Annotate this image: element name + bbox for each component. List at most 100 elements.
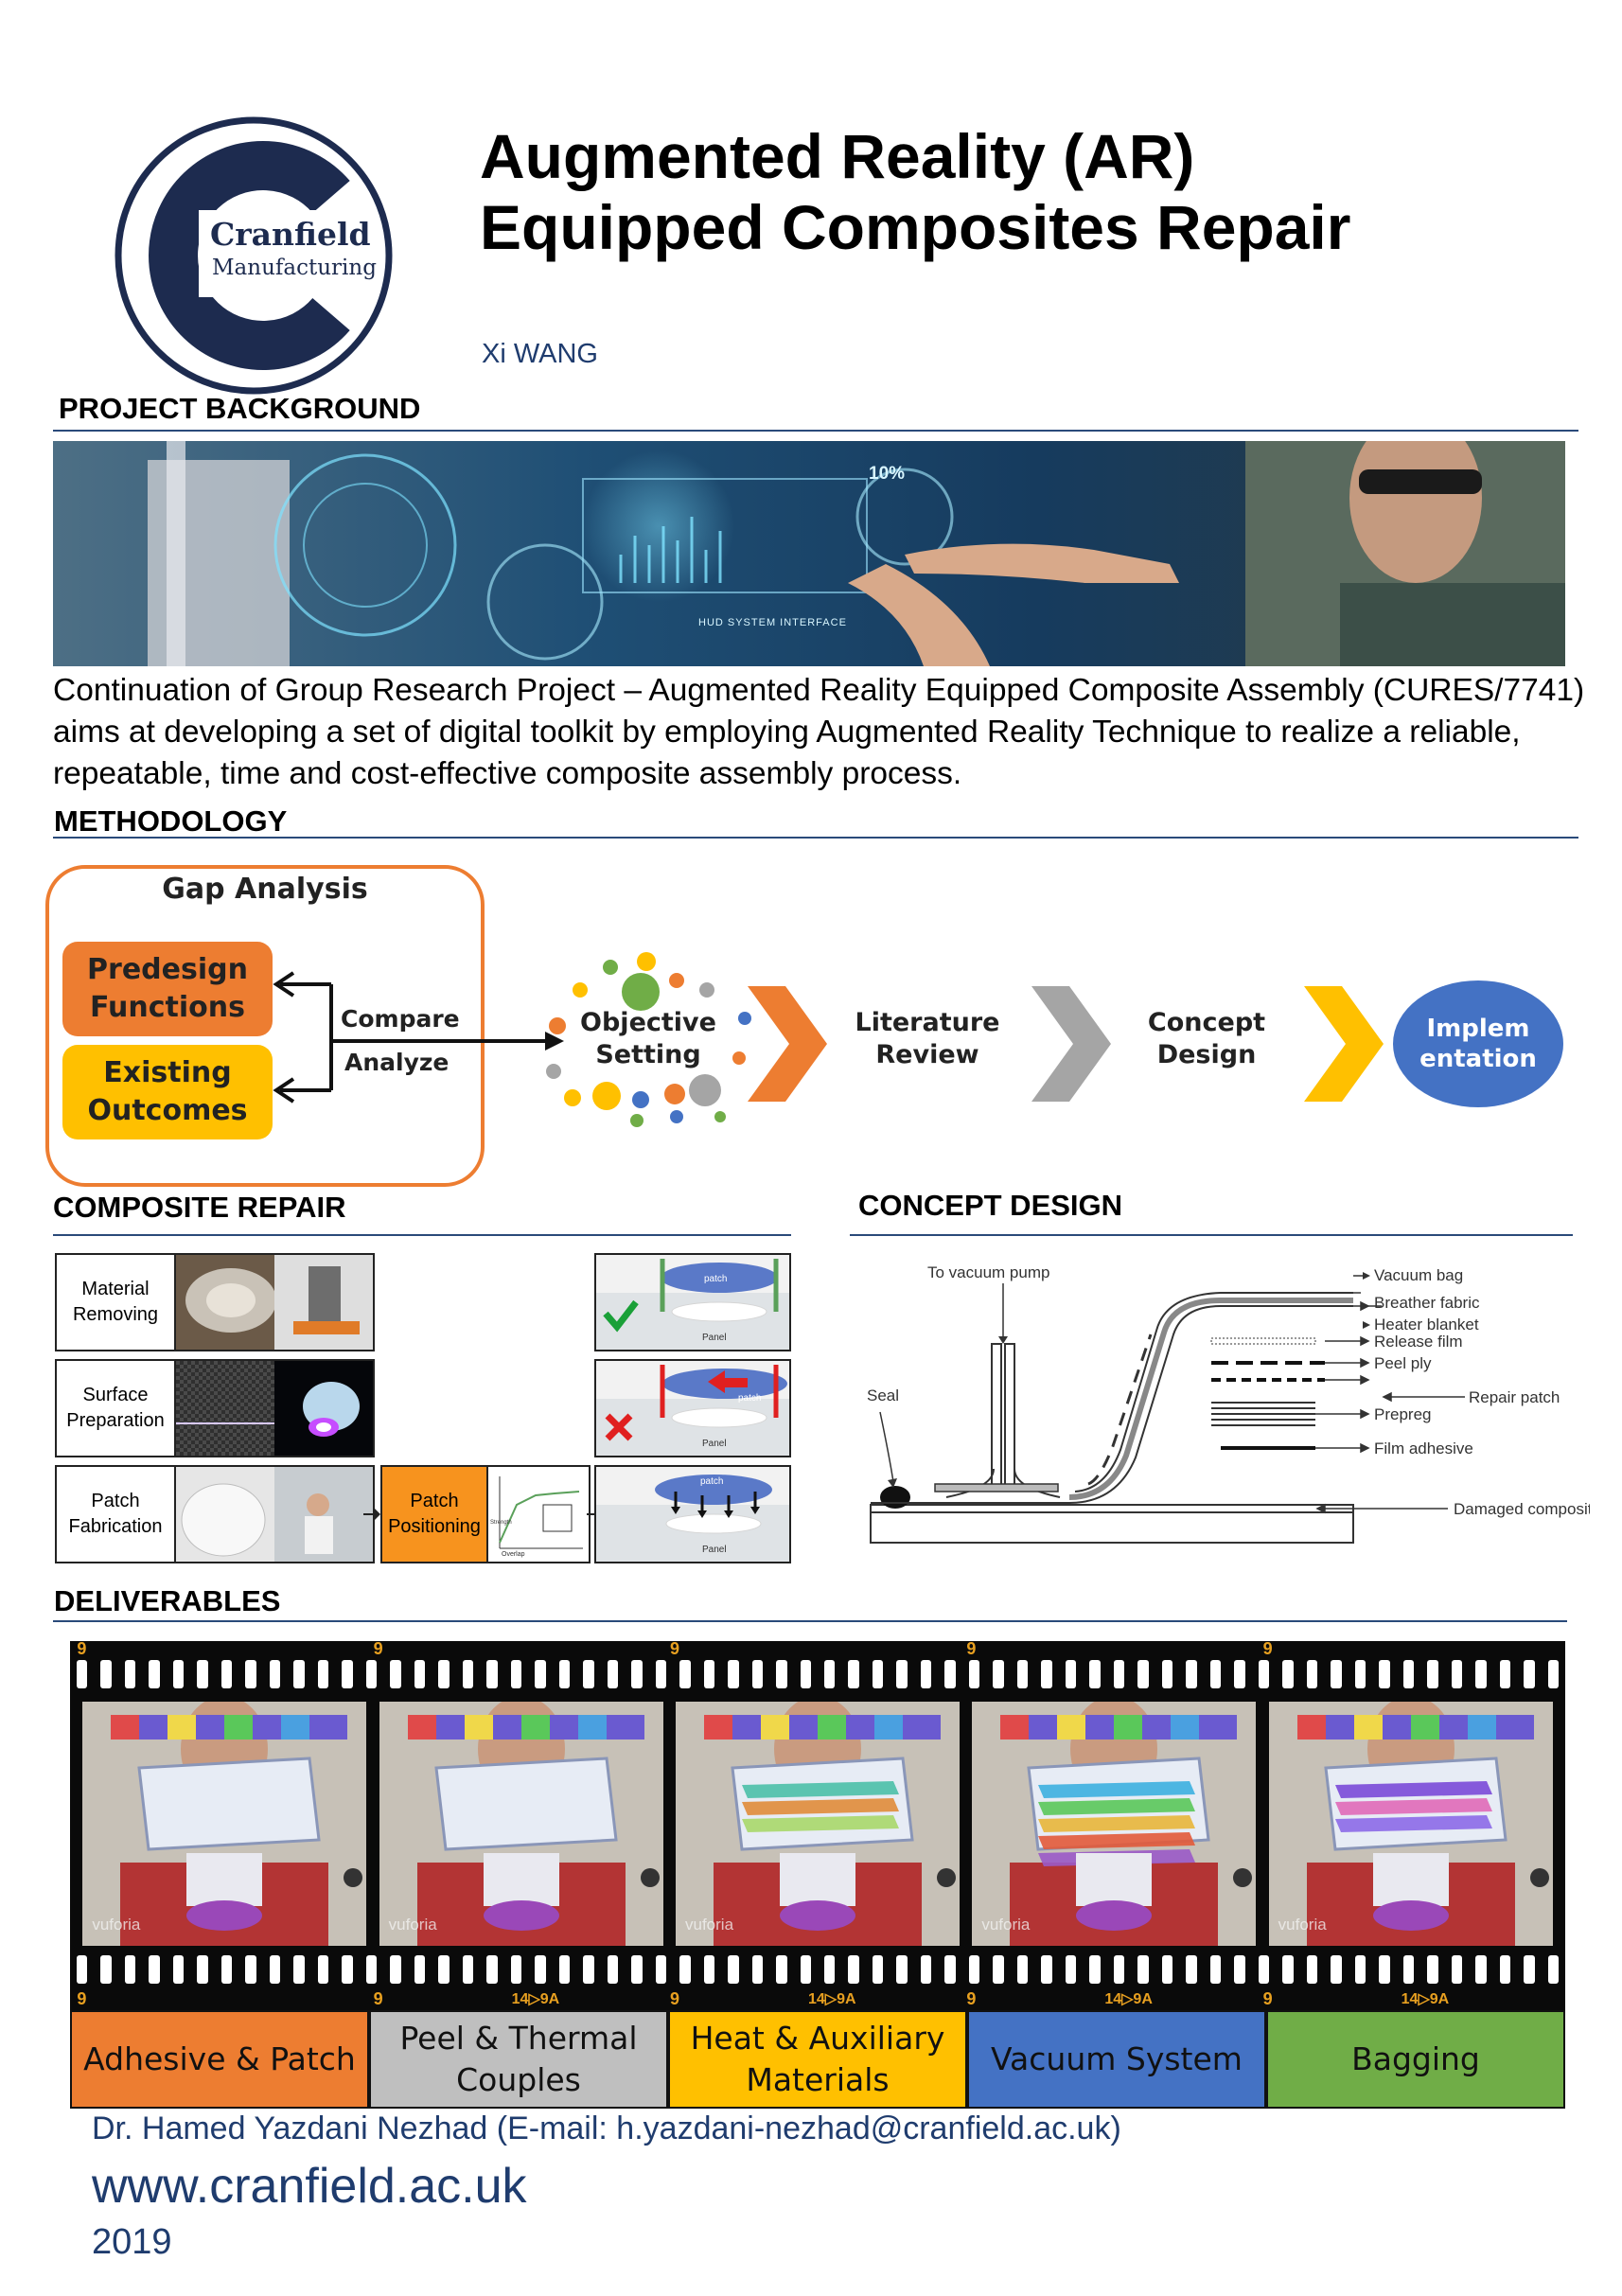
patch-word-1: patch [704,1274,727,1284]
category-label-line: Materials [746,2061,890,2098]
existing-line-1: Existing [103,1056,232,1089]
sprocket-hole [1089,1660,1101,1688]
sprocket-hole [631,1955,643,1984]
title-line-1: Augmented Reality (AR) [480,121,1195,191]
sprocket-hole [245,1955,256,1984]
sprocket-hole [607,1660,619,1688]
literature-line-2: Review [875,1040,979,1069]
fabrication-line-1: Patch [91,1491,140,1511]
sprocket-hole [438,1955,450,1984]
category-label-line: Heat & Auxiliary [690,2020,945,2057]
sprocket-hole [245,1660,256,1688]
predesign-line-2: Functions [90,991,245,1024]
graph-y-label: Strength [490,1520,512,1526]
sprocket-hole [462,1660,474,1688]
sprocket-hole [317,1955,329,1984]
sprocket-hole [1427,1955,1438,1984]
sprocket-hole [824,1660,836,1688]
sprocket-hole [414,1660,426,1688]
sprocket-hole [269,1955,281,1984]
sprocket-hole [800,1660,811,1688]
frame-number: 9 [670,1989,680,2008]
sprocket-hole [896,1660,908,1688]
logo-text-cranfield: Cranfield [210,216,371,253]
sprocket-hole [1354,1955,1366,1984]
surface-preparation-label: Surface Preparation [55,1359,176,1457]
hero-hud-label: HUD SYSTEM INTERFACE [698,617,847,628]
label-release-film: Release film [1374,1333,1463,1351]
literature-line-1: Literature [855,1008,1000,1037]
website-url[interactable]: www.cranfield.ac.uk [92,2159,527,2214]
sprocket-hole [824,1955,836,1984]
implementation-line-2: entation [1419,1045,1537,1073]
frame-code: 14▷9A [1401,1991,1450,2007]
implementation-line-1: Implem [1426,1015,1530,1043]
sprocket-hole [1451,1955,1463,1984]
vuforia-watermark: vuforia [92,1916,141,1934]
sprocket-hole [77,1660,88,1688]
vuforia-watermark: vuforia [685,1916,734,1934]
sprocket-hole [1234,1660,1245,1688]
sprocket-hole [968,1955,980,1984]
hero-image: 10% HUD SYSTEM INTERFACE [53,441,1565,666]
sprocket-hole [1475,1955,1487,1984]
frame-number: 9 [1262,1989,1273,2008]
patch-positioning-graph: Overlap Strength [486,1465,591,1563]
sprocket-hole [1161,1955,1173,1984]
sprocket-hole [1282,1955,1294,1984]
sprocket-hole [535,1955,546,1984]
patch-panel-pressed: patch Panel [594,1465,791,1563]
frame-number: 9 [373,1639,383,1658]
sprocket-hole [510,1955,522,1984]
background-paragraph: Continuation of Group Research Project –… [53,673,1585,791]
sprocket-hole [365,1660,378,1688]
section-divider [53,1234,791,1236]
sprocket-hole [583,1955,594,1984]
sprocket-hole [1499,1660,1511,1688]
section-divider [53,837,1578,839]
sprocket-hole [1016,1660,1029,1688]
sprocket-hole [655,1660,667,1688]
film-frame: vuforia [972,1702,1257,1946]
frame-code: 14▷9A [511,1991,560,2007]
chevron-orange-icon [748,986,827,1102]
sprocket-hole [1065,1660,1077,1688]
hero-percent-readout: 10% [869,464,906,484]
vuforia-watermark: vuforia [981,1916,1031,1934]
sprocket-hole [1258,1660,1270,1688]
panel-word-2: Panel [702,1439,727,1449]
logo-text-manufacturing: Manufacturing [212,256,377,280]
literature-review-label: Literature Review [833,1007,1022,1071]
sprocket-hole [1331,1660,1342,1688]
sprocket-hole [1427,1660,1438,1688]
label-prepreg: Prepreg [1374,1405,1431,1423]
sprocket-hole [968,1660,980,1688]
gap-analysis-title: Gap Analysis [162,873,368,906]
sprocket-hole [1331,1955,1342,1984]
section-deliverables: DELIVERABLES [54,1584,281,1617]
label-seal: Seal [867,1386,899,1404]
positioning-line-1: Patch [410,1491,459,1511]
sprocket-hole [220,1955,233,1984]
surface-preparation-photo [174,1359,375,1457]
sprocket-hole [390,1660,401,1688]
sprocket-hole [993,1660,1004,1688]
sprocket-hole [1379,1955,1390,1984]
sprocket-hole [679,1955,691,1984]
concept-line-2: Design [1156,1040,1257,1069]
sprocket-hole [1499,1955,1511,1984]
surface-line-1: Surface [82,1385,149,1405]
sprocket-hole [1016,1955,1029,1984]
sprocket-hole [1475,1660,1487,1688]
sprocket-hole [1524,1660,1535,1688]
chevron-yellow-icon [1304,986,1384,1102]
implementation-circle: Implem entation [1393,980,1563,1107]
sprocket-hole [1234,1955,1245,1984]
category-label-line: Bagging [1351,2040,1480,2077]
category-label-line: Vacuum System [991,2040,1243,2077]
sprocket-hole [872,1955,884,1984]
sprocket-hole [1041,1955,1052,1984]
